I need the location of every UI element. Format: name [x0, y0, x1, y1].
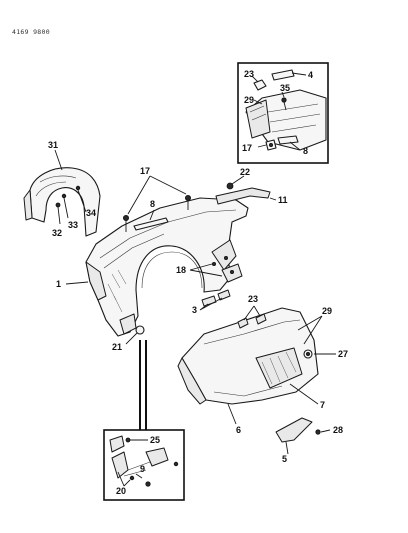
- callout-7: 7: [320, 400, 325, 410]
- callout-35: 35: [280, 83, 290, 93]
- callout-27: 27: [338, 349, 348, 359]
- callout-23-inset: 23: [244, 69, 254, 79]
- callout-8-inset: 8: [303, 146, 308, 156]
- callout-28: 28: [333, 425, 343, 435]
- inset-connector-lines: [139, 340, 147, 430]
- callout-33: 33: [68, 220, 78, 230]
- inner-fender-shield: 23 29 27 7 6 5 28: [177, 294, 348, 464]
- inset-clip-detail: 25 9 20: [103, 429, 185, 501]
- callout-17-main: 17: [140, 166, 150, 176]
- callout-29-inset: 29: [244, 95, 254, 105]
- callout-18: 18: [176, 265, 186, 275]
- callout-29-main: 29: [322, 306, 332, 316]
- callout-5: 5: [282, 454, 287, 464]
- callout-32: 32: [52, 228, 62, 238]
- callout-23-main: 23: [248, 294, 258, 304]
- callout-4: 4: [308, 70, 313, 80]
- callout-31: 31: [48, 140, 58, 150]
- callout-6: 6: [236, 425, 241, 435]
- callout-3: 3: [192, 305, 197, 315]
- callout-8-main: 8: [150, 199, 155, 209]
- callout-22: 22: [240, 167, 250, 177]
- fender-clips: 18 3 21: [112, 263, 231, 352]
- callout-21: 21: [112, 342, 122, 352]
- callout-17-inset: 17: [242, 143, 252, 153]
- front-fender: 1: [56, 197, 249, 337]
- callout-25: 25: [150, 435, 160, 445]
- callout-1: 1: [56, 279, 61, 289]
- callout-9: 9: [140, 464, 145, 474]
- splash-shield-assembly: 31 32 33 34: [23, 140, 101, 238]
- callout-34: 34: [86, 208, 96, 218]
- diagram-code: 4169 9800: [12, 28, 50, 36]
- fender-rail-hardware: 17 8 22 11: [123, 166, 288, 232]
- callout-20: 20: [116, 486, 126, 496]
- callout-11: 11: [278, 195, 288, 205]
- inset-bracket-detail: 23 4 29 35 17 8: [237, 62, 329, 164]
